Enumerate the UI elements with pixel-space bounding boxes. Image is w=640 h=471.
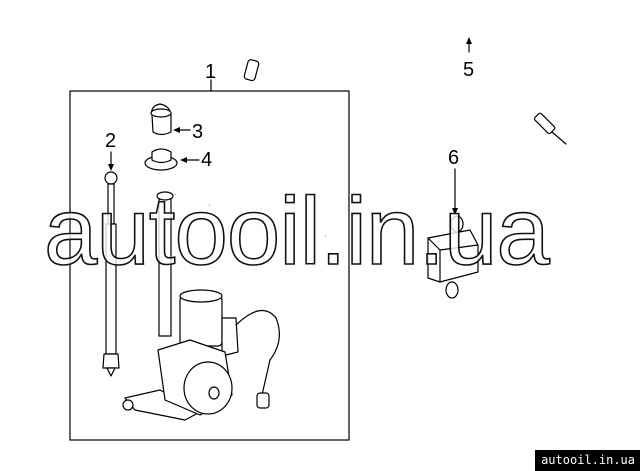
callout-2[interactable]: 2 (105, 130, 116, 152)
callout-6[interactable]: 6 (448, 147, 459, 169)
callout-1[interactable]: 1 (205, 61, 216, 83)
control-relay (427, 215, 479, 299)
assembly-frame (69, 90, 350, 441)
site-badge[interactable]: autooil.in.ua (535, 450, 640, 471)
cap-part (150, 103, 172, 136)
callout-4[interactable]: 4 (201, 149, 212, 171)
watermark: autooil.in.ua (44, 178, 550, 285)
antenna-cable (243, 31, 567, 145)
callout-3[interactable]: 3 (192, 121, 203, 143)
callout-5[interactable]: 5 (463, 59, 474, 81)
bezel-part (144, 148, 178, 171)
antenna-mast (102, 171, 120, 377)
antenna-motor-assembly (122, 191, 326, 421)
